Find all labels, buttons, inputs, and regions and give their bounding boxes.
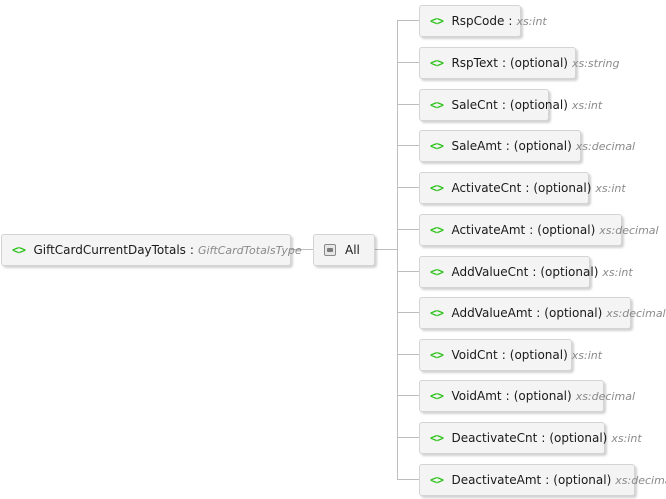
child-element-type: xs:int (571, 98, 603, 112)
connector-salecnt (397, 104, 419, 105)
connector-voidamt (397, 395, 419, 396)
child-element-type: xs:int (595, 181, 626, 195)
connector-group-to-trunk (375, 249, 397, 250)
child-element-name: SaleCnt (451, 98, 498, 112)
child-element-node-addvalueamt[interactable]: <> AddValueAmt:(optional)xs:decimal (419, 297, 666, 329)
connector-addvalueamt (397, 312, 419, 313)
child-element-separator: : (505, 139, 510, 153)
child-element-node-rspcode[interactable]: <> RspCode:xs:int (419, 5, 547, 37)
child-element-type: xs:int (611, 431, 642, 445)
sequence-all-label: All (345, 243, 360, 257)
element-icon: <> (430, 431, 444, 445)
optional-marker: (optional) (533, 181, 592, 195)
element-icon: <> (430, 473, 444, 487)
child-element-separator: : (545, 473, 550, 487)
connector-saleamt (397, 145, 419, 146)
element-icon: <> (430, 389, 444, 403)
child-element-name: VoidCnt (451, 348, 498, 362)
child-element-separator: : (505, 389, 510, 403)
child-element-node-rsptext[interactable]: <> RspText:(optional)xs:string (419, 47, 620, 79)
element-icon: <> (430, 98, 444, 112)
connector-deactivatecnt (397, 437, 419, 438)
root-element-name: GiftCardCurrentDayTotals (33, 243, 186, 257)
child-element-type: xs:int (571, 348, 603, 362)
element-icon: <> (430, 223, 444, 237)
optional-marker: (optional) (537, 223, 596, 237)
child-element-name: DeactivateAmt (451, 473, 542, 487)
child-element-type: xs:decimal (606, 306, 666, 320)
child-element-node-saleamt[interactable]: <> SaleAmt:(optional)xs:decimal (419, 130, 635, 162)
connector-rsptext (397, 62, 419, 63)
optional-marker: (optional) (540, 265, 599, 279)
connector-trunk (397, 20, 398, 480)
child-element-name: DeactivateCnt (451, 431, 538, 445)
element-icon: <> (430, 139, 444, 153)
child-element-node-deactivateamt[interactable]: <> DeactivateAmt:(optional)xs:decimal (419, 464, 666, 496)
child-element-name: AddValueCnt (451, 265, 529, 279)
element-icon: <> (430, 56, 444, 70)
child-element-name: VoidAmt (451, 389, 502, 403)
connector-voidcnt (397, 354, 419, 355)
child-element-node-activatecnt[interactable]: <> ActivateCnt:(optional)xs:int (419, 172, 626, 204)
child-element-separator: : (501, 98, 506, 112)
element-icon: <> (430, 265, 444, 279)
root-element-type: GiftCardTotalsType (197, 243, 302, 257)
connector-activateamt (397, 229, 419, 230)
child-element-type: xs:decimal (599, 223, 659, 237)
root-separator: : (189, 243, 194, 257)
connector-deactivateamt (397, 479, 419, 480)
child-element-name: ActivateAmt (451, 223, 526, 237)
optional-marker: (optional) (553, 473, 612, 487)
connector-addvaluecnt (397, 271, 419, 272)
child-element-separator: : (501, 348, 506, 362)
child-element-separator: : (508, 14, 513, 28)
element-icon: <> (430, 14, 444, 28)
child-element-name: ActivateCnt (451, 181, 522, 195)
connector-root-to-group (291, 249, 313, 250)
child-element-separator: : (525, 181, 530, 195)
child-element-separator: : (501, 56, 506, 70)
optional-marker: (optional) (509, 348, 568, 362)
optional-marker: (optional) (513, 389, 572, 403)
child-element-node-salecnt[interactable]: <> SaleCnt:(optional)xs:int (419, 89, 602, 121)
child-element-type: xs:int (602, 265, 633, 279)
child-element-type: xs:decimal (615, 473, 666, 487)
child-element-node-addvaluecnt[interactable]: <> AddValueCnt:(optional)xs:int (419, 256, 633, 288)
child-element-name: RspCode (451, 14, 505, 28)
root-element-node[interactable]: <> GiftCardCurrentDayTotals : GiftCardTo… (1, 234, 302, 266)
child-element-separator: : (541, 431, 546, 445)
child-element-separator: : (529, 223, 534, 237)
child-element-node-voidcnt[interactable]: <> VoidCnt:(optional)xs:int (419, 339, 602, 371)
element-icon: <> (430, 181, 444, 195)
connector-rspcode (397, 20, 419, 21)
sequence-all-node[interactable]: All (313, 234, 375, 266)
child-element-type: xs:int (516, 14, 547, 28)
optional-marker: (optional) (509, 98, 568, 112)
element-icon: <> (430, 306, 444, 320)
child-element-type: xs:decimal (575, 139, 636, 153)
connector-activatecnt (397, 187, 419, 188)
element-icon: <> (430, 348, 444, 362)
child-element-node-voidamt[interactable]: <> VoidAmt:(optional)xs:decimal (419, 380, 635, 412)
child-element-type: xs:decimal (575, 389, 636, 403)
child-element-separator: : (536, 306, 541, 320)
optional-marker: (optional) (549, 431, 608, 445)
element-icon: <> (12, 243, 26, 257)
child-element-name: SaleAmt (451, 139, 502, 153)
child-element-node-activateamt[interactable]: <> ActivateAmt:(optional)xs:decimal (419, 214, 659, 246)
optional-marker: (optional) (513, 139, 572, 153)
child-element-separator: : (532, 265, 537, 279)
optional-marker: (optional) (544, 306, 603, 320)
sequence-all-icon (324, 244, 336, 256)
child-element-name: AddValueAmt (451, 306, 533, 320)
optional-marker: (optional) (509, 56, 568, 70)
child-element-node-deactivatecnt[interactable]: <> DeactivateCnt:(optional)xs:int (419, 422, 642, 454)
child-element-type: xs:string (571, 56, 620, 70)
child-element-name: RspText (451, 56, 498, 70)
